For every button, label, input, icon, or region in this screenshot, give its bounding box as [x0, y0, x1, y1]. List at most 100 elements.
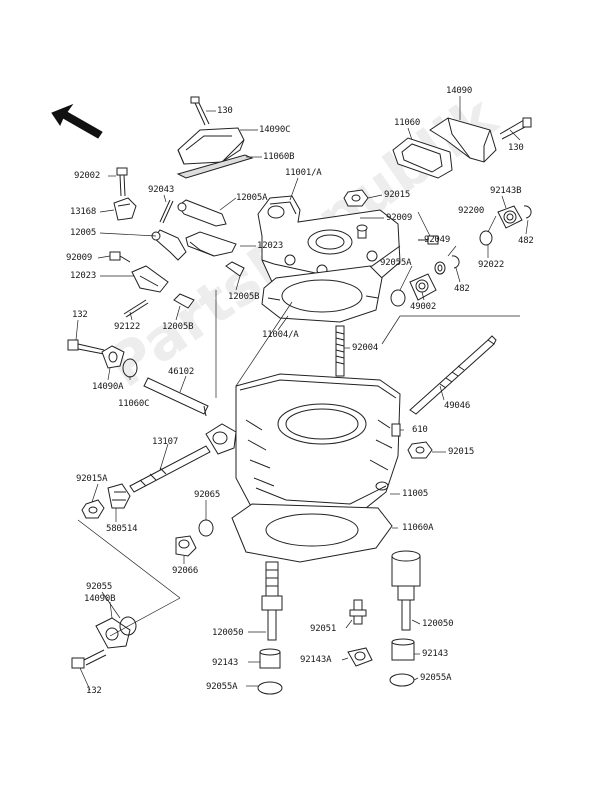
label-92051: 92051 — [310, 624, 337, 634]
label-14090c: 14090C — [259, 125, 291, 135]
lever-12023-left — [131, 265, 169, 293]
label-11060: 11060 — [394, 118, 421, 128]
pin-92043 — [159, 199, 174, 224]
label-92143b: 92143B — [490, 186, 522, 196]
valve-12005a — [177, 199, 227, 227]
oring-92055a-right — [389, 673, 415, 687]
label-92015-top: 92015 — [384, 190, 411, 200]
label-482-b: 482 — [518, 236, 534, 246]
nut-92015-top — [343, 189, 369, 207]
oring-92055a-left — [257, 681, 283, 695]
leader-lines — [75, 96, 529, 691]
cover-14090c — [177, 127, 245, 165]
label-580514: 580514 — [106, 524, 138, 534]
part-92051 — [349, 599, 367, 625]
bolt-132-left — [67, 339, 105, 355]
bolt-132-bottom — [71, 649, 107, 669]
label-12005: 12005 — [70, 228, 97, 238]
label-11060a: 11060A — [402, 523, 434, 533]
clip-482-a — [451, 255, 460, 269]
label-46102: 46102 — [168, 367, 195, 377]
gasket-11060b — [176, 154, 254, 179]
nut-92015-right — [407, 441, 433, 459]
label-49002: 49002 — [410, 302, 437, 312]
actuator-120050-right — [391, 550, 421, 631]
part-92143a — [347, 647, 373, 667]
bolt-130-right — [499, 117, 532, 140]
spring-12005b — [173, 293, 195, 309]
oring-92055 — [119, 616, 137, 636]
label-132-bottom: 132 — [86, 686, 102, 696]
cover-14090a — [101, 345, 125, 369]
label-12005a: 12005A — [236, 193, 268, 203]
label-92002: 92002 — [74, 171, 101, 181]
label-92143-right: 92143 — [422, 649, 449, 659]
washer-92200 — [479, 230, 493, 246]
label-92200: 92200 — [458, 206, 485, 216]
label-12023-left: 12023 — [70, 271, 97, 281]
part-46102 — [143, 377, 209, 417]
label-49046: 49046 — [444, 401, 471, 411]
pin-610 — [391, 423, 401, 437]
label-92066: 92066 — [172, 566, 199, 576]
label-14090: 14090 — [446, 86, 473, 96]
label-482-a: 482 — [454, 284, 470, 294]
part-92143-right — [391, 638, 415, 661]
label-11060b: 11060B — [263, 152, 295, 162]
plug-92066 — [175, 535, 197, 557]
label-92143-left: 92143 — [212, 658, 239, 668]
nut-92015a — [81, 499, 105, 519]
label-14090b: 14090B — [84, 594, 116, 604]
label-92122: 92122 — [114, 322, 141, 332]
base-gasket-11060a — [231, 503, 393, 563]
label-13168: 13168 — [70, 207, 97, 217]
label-92055a-top: 92055A — [380, 258, 412, 268]
rod-49046 — [409, 335, 497, 415]
label-92015-right: 92015 — [448, 447, 475, 457]
label-92015a: 92015A — [76, 474, 108, 484]
label-92055a-left: 92055A — [206, 682, 238, 692]
label-14090a: 14090A — [92, 382, 124, 392]
washer-92065 — [198, 519, 214, 537]
pin-92122 — [123, 299, 149, 318]
label-12005b-left: 12005B — [162, 322, 194, 332]
bolt-92009-right — [418, 235, 439, 245]
part-92143-left — [259, 648, 281, 669]
part-92143b — [497, 205, 523, 229]
port-flange — [205, 423, 237, 455]
label-92043: 92043 — [148, 185, 175, 195]
gasket-11060 — [392, 137, 453, 179]
shaft-13107 — [129, 445, 211, 493]
label-11001a: 11001/A — [285, 168, 322, 178]
bolt-92002 — [116, 167, 128, 197]
actuator-120050-left — [261, 561, 283, 641]
cover-14090 — [429, 117, 497, 163]
label-120050-right: 120050 — [422, 619, 454, 629]
gasket-11060c — [122, 358, 138, 378]
label-92055a-right: 92055A — [420, 673, 452, 683]
label-12023-right: 12023 — [257, 241, 284, 251]
label-92009-left: 92009 — [66, 253, 93, 263]
label-132-top: 132 — [72, 310, 88, 320]
clip-482-b — [523, 205, 532, 219]
label-92143a: 92143A — [300, 655, 332, 665]
front-direction-arrow-icon — [51, 103, 103, 139]
label-92022: 92022 — [478, 260, 505, 270]
label-13107: 13107 — [152, 437, 179, 447]
label-92004: 92004 — [352, 343, 379, 353]
head-gasket-11004a — [261, 265, 383, 323]
part-13168 — [113, 197, 137, 221]
cover-14090b — [95, 617, 131, 649]
cylinder-11005 — [235, 373, 401, 525]
label-11004a: 11004/A — [262, 330, 299, 340]
lever-12023-right — [185, 231, 237, 257]
part-580514 — [107, 483, 131, 509]
label-11060c: 11060C — [118, 399, 150, 409]
label-130-right: 130 — [508, 143, 524, 153]
label-11005: 11005 — [402, 489, 429, 499]
bolt-92009-left — [109, 251, 131, 263]
oring-92055a — [390, 289, 406, 307]
label-12005b-right: 12005B — [228, 292, 260, 302]
